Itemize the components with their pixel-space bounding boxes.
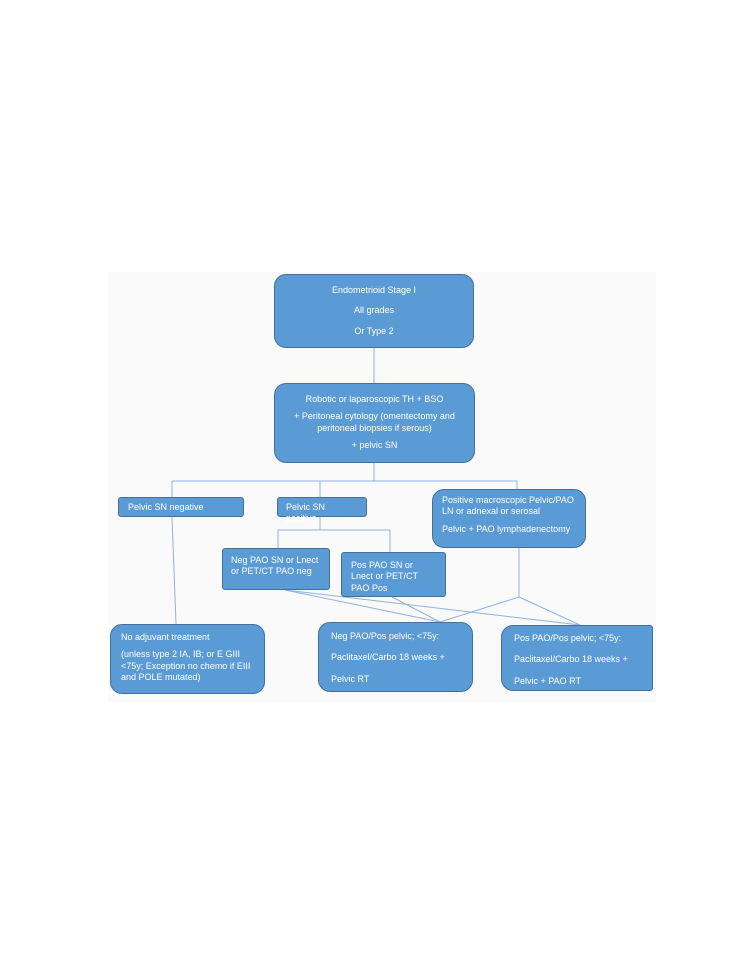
start-line-2: All grades [353, 305, 395, 316]
box-sn-negative: Pelvic SN negative [118, 497, 244, 517]
connector-macroscopic-to-neg-pos-pelvic [439, 596, 520, 623]
neg-pos-pelvic-line-3: Pelvic RT [331, 673, 370, 684]
neg-pao-label: Neg PAO SN or Lnect or PET/CT PAO neg [231, 555, 319, 577]
sn-positive-label: Pelvic SN positive [286, 502, 326, 524]
box-sn-positive: Pelvic SN positive [277, 497, 367, 523]
macroscopic-line-2: Pelvic + PAO lymphadenectomy [442, 523, 571, 534]
box-no-adjuvant: No adjuvant treatment (unless type 2 IA,… [110, 624, 265, 694]
pos-pos-pelvic-line-3: Pelvic + PAO RT [514, 675, 581, 686]
connector-sn-negative-to-no-adjuvant [171, 516, 177, 625]
pos-pao-label: Pos PAO SN or Lnect or PET/CT PAO Pos [351, 560, 418, 593]
connector-neg-pao-to-neg-pos-pelvic [284, 589, 441, 623]
no-adjuvant-line-2: (unless type 2 IA, IB; or E GIII <75y; E… [121, 649, 251, 682]
surgery-line-3: + pelvic SN [351, 439, 398, 450]
box-start: Endometrioid Stage I All grades Or Type … [274, 274, 474, 348]
pos-pos-pelvic-line-1: Pos PAO/Pos pelvic; <75y: [514, 633, 622, 643]
box-neg-pos-pelvic: Neg PAO/Pos pelvic; <75y: Paclitaxel/Car… [318, 622, 473, 692]
connector-pos-pao-to-neg-pos-pelvic [391, 596, 441, 623]
surgery-line-1: Robotic or laparoscopic TH + BSO [305, 394, 444, 404]
surgery-line-2: + Peritoneal cytology (omentectomy and p… [294, 411, 455, 433]
sn-negative-label: Pelvic SN negative [128, 502, 204, 512]
neg-pos-pelvic-line-2: Paclitaxel/Carbo 18 weeks + [331, 652, 445, 663]
macroscopic-line-1: Positive macroscopic Pelvic/PAO LN or ad… [442, 495, 574, 517]
pos-pos-pelvic-line-2: Paclitaxel/Carbo 18 weeks + [514, 654, 628, 665]
box-macroscopic: Positive macroscopic Pelvic/PAO LN or ad… [432, 489, 586, 548]
box-pos-pos-pelvic: Pos PAO/Pos pelvic; <75y: Paclitaxel/Car… [501, 625, 653, 691]
start-line-3: Or Type 2 [354, 325, 394, 336]
connector-macroscopic-to-pos-pos-pelvic [518, 596, 581, 626]
box-pos-pao: Pos PAO SN or Lnect or PET/CT PAO Pos [341, 552, 446, 597]
start-line-1: Endometrioid Stage I [331, 285, 417, 295]
box-neg-pao: Neg PAO SN or Lnect or PET/CT PAO neg [222, 548, 330, 590]
box-surgery: Robotic or laparoscopic TH + BSO + Perit… [274, 383, 475, 463]
no-adjuvant-line-1: No adjuvant treatment [121, 632, 210, 642]
neg-pos-pelvic-line-1: Neg PAO/Pos pelvic; <75y: [331, 631, 440, 641]
connector-neg-pao-to-pos-pos-pelvic [284, 589, 581, 626]
